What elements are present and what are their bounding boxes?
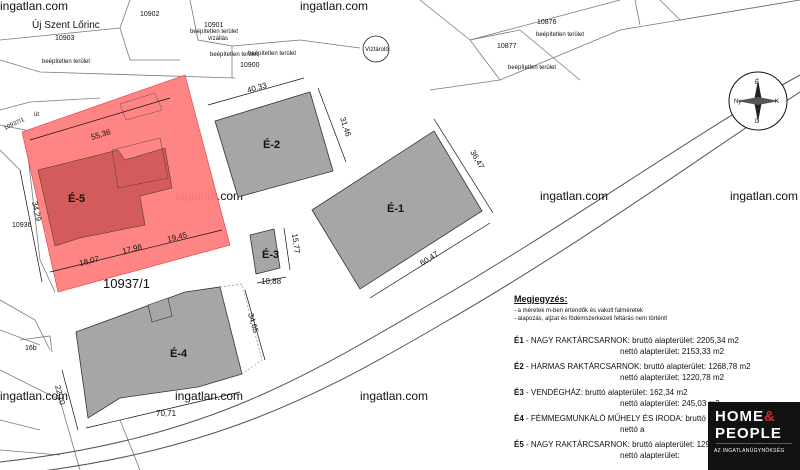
- dim-e4-bottom: 70,71: [156, 409, 177, 418]
- legend-code: É1: [514, 336, 524, 345]
- plot-10901: 10901: [204, 22, 224, 29]
- road-marker: út: [34, 112, 39, 118]
- building-label-e5: É-5: [68, 192, 85, 205]
- legend: Megjegyzés: - a méretek m-ben értendők é…: [514, 294, 800, 461]
- dim-e4-side: 34,65: [246, 312, 260, 334]
- legend-code: É3: [514, 388, 524, 397]
- plot-10877: 10877: [497, 43, 517, 50]
- compass-rose: É D K Ny: [728, 71, 788, 131]
- plot-10877-status: beépítetlen terület: [508, 65, 556, 71]
- legend-line: bruttó alapterület: 2205,34 m2: [632, 336, 739, 345]
- svg-text:ingatlan.com: ingatlan.com: [300, 0, 368, 13]
- legend-code: É2: [514, 362, 524, 371]
- dim-e1-side: 36,47: [468, 149, 486, 171]
- legend-line: bruttó alapterület: 1297,75 m: [632, 440, 735, 449]
- legend-name: HÁRMAS RAKTÁRCSARNOK:: [530, 362, 642, 371]
- area-label: Új Szent Lőrinc: [32, 18, 100, 31]
- dim-e2-top: 40,33: [246, 81, 268, 95]
- legend-line: nettó a: [620, 425, 645, 434]
- legend-note: - alapozás, aljzat és födémszerkezeti fe…: [514, 316, 668, 322]
- dim-e3-side: 15,77: [290, 233, 302, 255]
- dim-e2-side: 31,46: [338, 116, 353, 138]
- compass-w-icon: Ny: [734, 99, 741, 105]
- legend-name: VENDÉGHÁZ:: [530, 388, 583, 397]
- dim-e5-left: 34,29: [30, 201, 43, 223]
- logo-word-people: PEOPLE: [715, 425, 782, 442]
- legend-code: É5: [514, 440, 524, 449]
- legend-entry-e4: É4 - FÉMMEGMUNKÁLÓ MŰHELY ÉS IRODA: brut…: [514, 414, 706, 423]
- plot-10901-status: beépítetlen terület: [190, 29, 238, 35]
- plot-10876-status: beépítetlen terület: [536, 32, 584, 38]
- legend-code: É4: [514, 414, 524, 423]
- building-e4-yard: [219, 283, 263, 375]
- plot-16b: 16b: [25, 345, 37, 352]
- logo-tagline: AZ INGATLANÜGYNÖKSÉG: [714, 448, 785, 454]
- compass-s-icon: D: [755, 119, 760, 125]
- svg-text:ingatlan.com: ingatlan.com: [730, 189, 798, 203]
- building-e3: [249, 228, 281, 275]
- legend-line: nettó alapterület: 245,03 m2: [620, 399, 720, 408]
- svg-text:ingatlan.com: ingatlan.com: [0, 389, 68, 403]
- legend-line: bruttó: [685, 414, 706, 423]
- legend-line: nettó alapterület:: [620, 451, 680, 460]
- legend-entry-e2: É2 - HÁRMAS RAKTÁRCSARNOK: bruttó alapte…: [514, 362, 751, 371]
- water-tower: Víztároló: [362, 35, 390, 63]
- svg-text:ingatlan.com: ingatlan.com: [360, 389, 428, 403]
- plot-10876: 10876: [537, 19, 557, 26]
- legend-title: Megjegyzés:: [514, 294, 568, 304]
- building-e4: [75, 286, 243, 419]
- plot-status-a: beépítetlen terület: [210, 52, 258, 58]
- legend-entry-e1: É1 - NAGY RAKTÁRCSARNOK: bruttó alapterü…: [514, 336, 739, 345]
- road: [0, 74, 800, 470]
- building-e2: [214, 91, 334, 198]
- svg-text:ingatlan.com: ingatlan.com: [175, 389, 243, 403]
- main-parcel-label: 10937/1: [103, 276, 150, 291]
- legend-line: bruttó alapterület: 1268,78 m2: [643, 362, 751, 371]
- svg-text:ingatlan.com: ingatlan.com: [540, 189, 608, 203]
- dimension-lines: [19, 77, 494, 431]
- plot-status-c: beépítetlen terület: [42, 59, 90, 65]
- building-label-e1: É-1: [387, 202, 404, 215]
- legend-note: - a méretek m-ben értendők és vakolt fal…: [514, 308, 644, 314]
- legend-name: NAGY RAKTÁRCSARNOK:: [530, 440, 630, 449]
- legend-entry-e3: É3 - VENDÉGHÁZ: bruttó alapterület: 162,…: [514, 388, 688, 397]
- legend-line: nettó alapterület: 2153,33 m2: [620, 347, 725, 356]
- building-e4-annex: [147, 297, 173, 323]
- legend-name: NAGY RAKTÁRCSARNOK:: [530, 336, 630, 345]
- building-e1: [311, 130, 483, 290]
- compass-n-icon: É: [755, 79, 759, 86]
- building-label-e4: É-4: [170, 347, 188, 360]
- plot-10936: 10936: [12, 222, 32, 229]
- legend-name: FÉMMEGMUNKÁLÓ MŰHELY ÉS IRODA:: [530, 414, 684, 423]
- logo-word-home: HOME: [715, 408, 764, 425]
- dim-e1-bottom: 60,47: [418, 249, 440, 268]
- plot-10902: 10902: [140, 11, 160, 18]
- dim-e3-bottom: 10,88: [261, 277, 282, 286]
- plot-status-b: beépítetlen terület: [248, 51, 296, 57]
- watertower-label: Víztároló: [365, 47, 389, 53]
- legend-line: nettó alapterület: 1220,78 m2: [620, 373, 725, 382]
- svg-text:ingatlan.com: ingatlan.com: [0, 0, 68, 13]
- plot-10903: 10903: [55, 35, 75, 42]
- compass-e-icon: K: [775, 99, 779, 105]
- legend-entry-e5: É5 - NAGY RAKTÁRCSARNOK: bruttó alapterü…: [514, 440, 735, 449]
- building-label-e2: É-2: [263, 138, 280, 151]
- brand-logo: HOME& PEOPLE AZ INGATLANÜGYNÖKSÉG: [708, 402, 800, 470]
- logo-ampersand: &: [764, 408, 776, 425]
- plot-vizallas: vízállás: [208, 36, 228, 42]
- logo-divider: [716, 443, 792, 444]
- plot-10900: 10900: [240, 62, 260, 69]
- building-label-e3: É-3: [262, 248, 279, 261]
- legend-line: bruttó alapterület: 162,34 m2: [585, 388, 688, 397]
- parcel-e5: É-5: [21, 74, 231, 293]
